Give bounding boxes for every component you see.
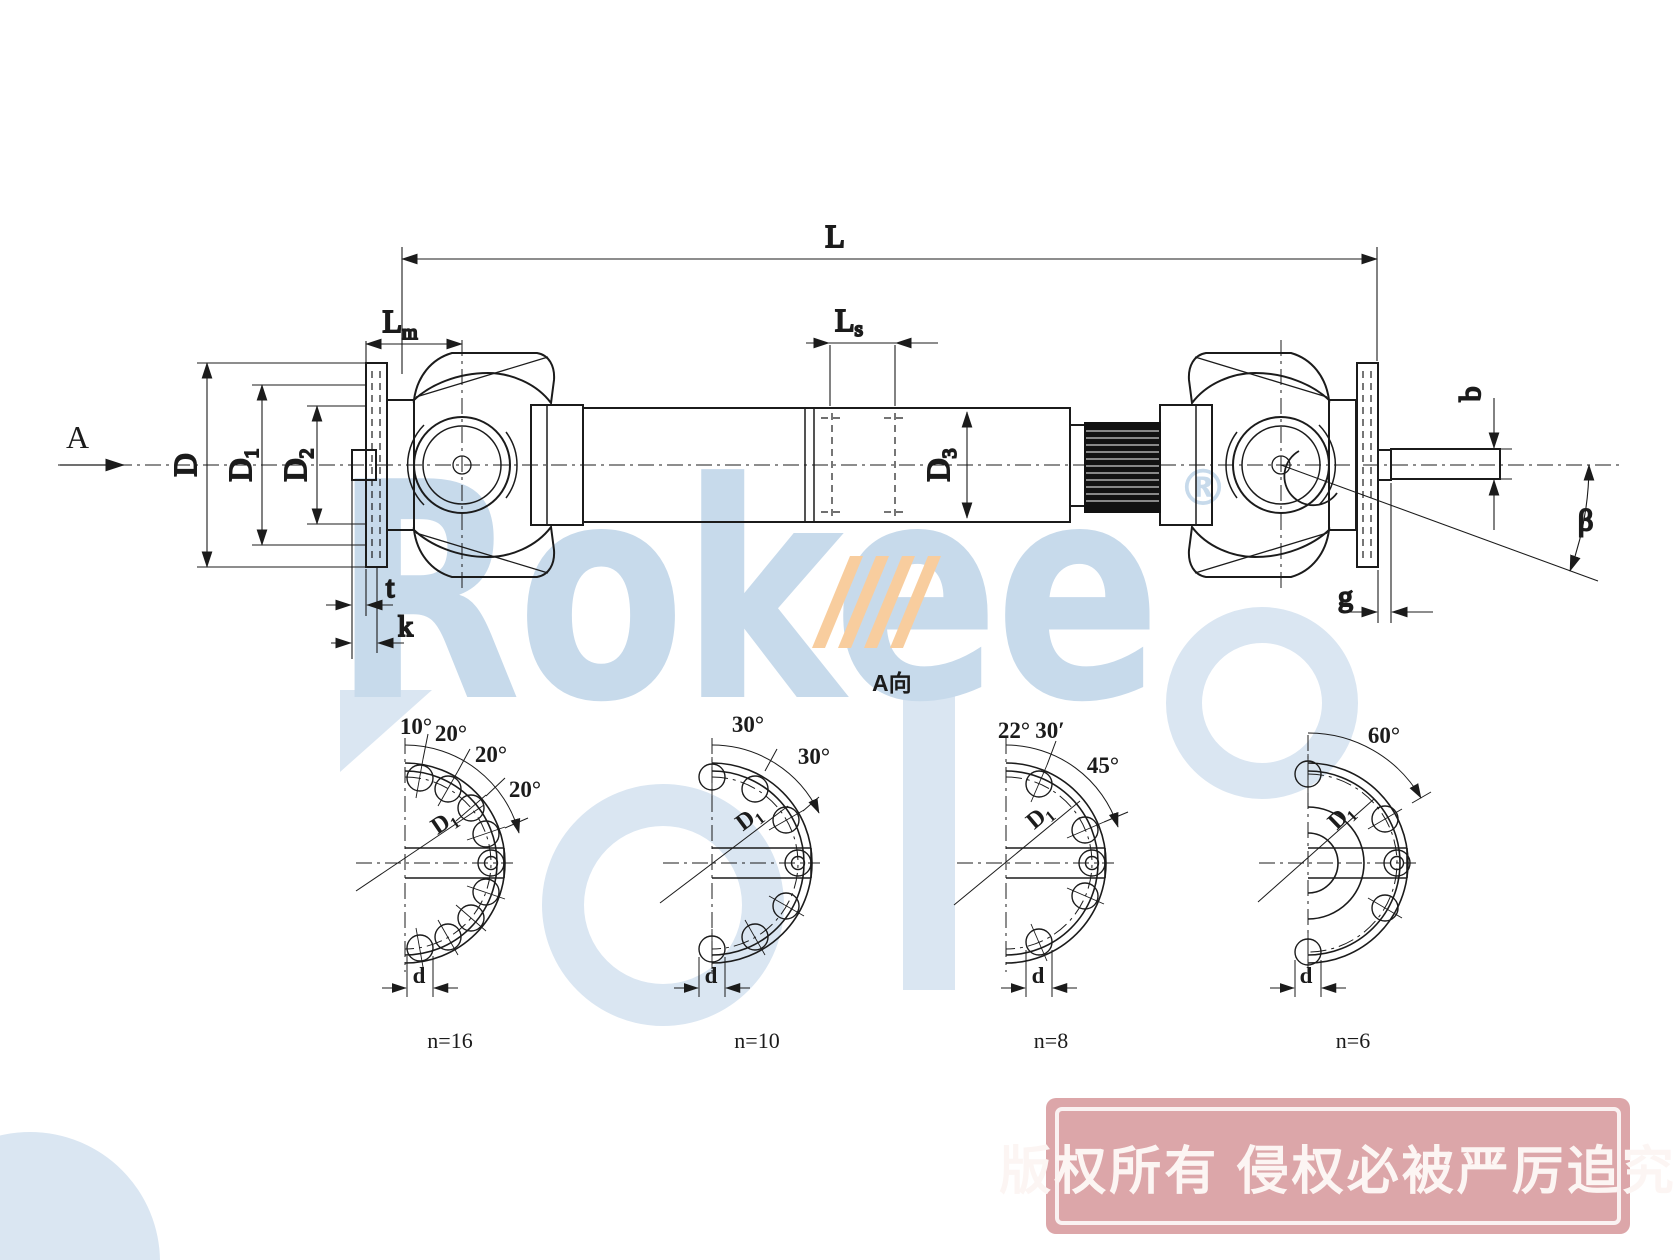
dim-D2-label: D2 <box>277 448 318 481</box>
angle-label: 30° <box>732 712 764 737</box>
dim-d <box>1270 960 1346 997</box>
hole-dia-label: d <box>705 963 718 988</box>
angle-label: 20° <box>475 742 507 767</box>
view-A-label: A <box>66 419 89 455</box>
bcd-label: D1 <box>1323 799 1361 837</box>
hole-dia-label: d <box>1300 963 1313 988</box>
angle-label: 22° <box>998 718 1030 743</box>
dim-D1-label: D1 <box>222 448 263 481</box>
dim-D-label: D <box>167 453 203 476</box>
watermark-shape <box>542 784 784 1026</box>
dim-k-label: k <box>398 610 413 643</box>
bolt-count-label: n=10 <box>734 1028 779 1053</box>
angle-label: 30′ <box>1035 718 1064 743</box>
angle-label: 45° <box>1087 753 1119 778</box>
dim-Ls-label: Ls <box>835 302 863 341</box>
dim-b <box>1478 398 1512 530</box>
dim-d <box>674 957 750 997</box>
dim-b-label: b <box>1454 387 1487 402</box>
bolt-count-label: n=16 <box>427 1028 472 1053</box>
dim-Ls <box>806 337 938 406</box>
dim-t-label: t <box>386 571 395 604</box>
flange-diagram-n16: 10° 20° 20° 20° D1 d n=16 <box>355 714 541 1053</box>
right-flange <box>1356 362 1501 568</box>
bolt-holes <box>1025 770 1106 956</box>
universal-joint <box>386 352 584 578</box>
bolt-holes <box>406 764 505 962</box>
flange-bolt-diagrams: 10° 20° 20° 20° D1 d n=16 <box>355 712 1432 1053</box>
angle-label: 10° <box>400 714 432 739</box>
dim-t-k <box>326 481 404 659</box>
angle-label: 20° <box>435 721 467 746</box>
dim-L <box>401 247 1378 374</box>
angle-label: 60° <box>1368 723 1400 748</box>
dim-D3-label: D3 <box>920 448 961 481</box>
dim-beta <box>1280 464 1599 582</box>
view-A-ref-label: A向 <box>872 670 912 696</box>
flange-diagram-n8: 22° 30′ 45° D1 d n=8 <box>953 718 1129 1053</box>
watermark-shape <box>903 690 955 990</box>
flange-diagram-n6: 60° D1 d n=6 <box>1257 723 1432 1053</box>
dim-Lm-label: Lm <box>382 303 418 344</box>
watermark-shape <box>0 1132 160 1260</box>
flange-diagram-n10: 30° 30° D1 d n=10 <box>659 712 830 1053</box>
spline-section <box>1084 422 1161 513</box>
watermark-shape <box>1166 607 1358 799</box>
main-view: A D D1 D2 L Lm <box>58 217 1622 659</box>
dim-L-label: L <box>825 218 845 254</box>
watermark-registered-icon: ® <box>1178 459 1228 517</box>
angle-label: 20° <box>509 777 541 802</box>
snap-ring <box>1283 450 1338 507</box>
copyright-stamp: 版权所有 侵权必被严厉追究 <box>999 1098 1674 1234</box>
dim-Lm <box>365 338 463 362</box>
watermark-brand-text: Rokee <box>332 418 1157 768</box>
hole-dia-label: d <box>413 963 426 988</box>
bolt-count-label: n=6 <box>1336 1028 1370 1053</box>
dim-d <box>1001 950 1077 997</box>
dim-d <box>382 956 458 997</box>
centerlines <box>58 340 1622 592</box>
watermark-shape <box>340 690 432 772</box>
rokee-watermark: Rokee ® <box>0 418 1358 1260</box>
watermark-stripes-icon <box>812 556 941 648</box>
dim-g-label: g <box>1338 580 1353 613</box>
bcd-label: D1 <box>1021 799 1059 838</box>
angle-label: 30° <box>798 744 830 769</box>
copyright-stamp-text: 版权所有 侵权必被严厉追究 <box>999 1107 1674 1225</box>
bolt-count-label: n=8 <box>1034 1028 1068 1053</box>
dim-g <box>1347 483 1433 623</box>
diameter-dimensions <box>197 362 366 568</box>
dim-beta-label: β <box>1578 504 1593 537</box>
hole-dia-label: d <box>1032 963 1045 988</box>
